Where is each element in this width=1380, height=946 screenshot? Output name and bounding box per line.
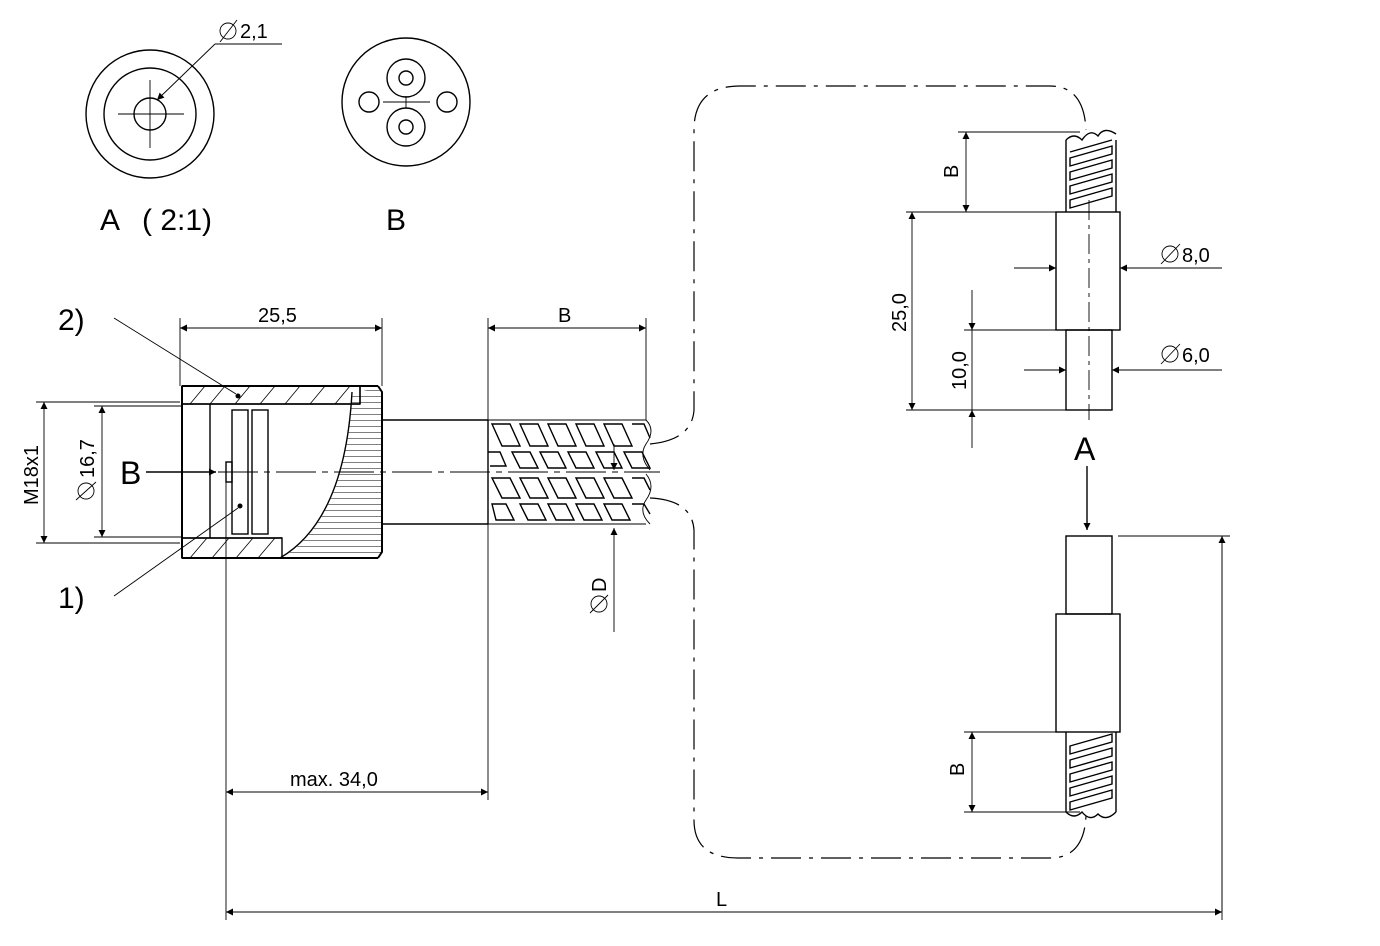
dim-total-length: L [226,535,1230,920]
view-a-scale: ( 2:1) [142,204,212,237]
tip-dia-inner-label: 6,0 [1182,345,1210,367]
arrow-view-b-label: B [120,455,141,491]
arrow-view-b: B [120,455,216,491]
view-a-label: A [100,204,120,237]
view-a-hole-dia: 2,1 [240,21,268,43]
diameter-symbol-a [219,19,238,43]
arrow-view-a-label: A [1074,431,1096,467]
dim-thread: M18x1 [21,401,180,544]
view-b-label: B [386,204,406,237]
tip-length-label: 25,0 [889,293,911,332]
dim-max-length: max. 34,0 [225,480,489,920]
dim-cable-dia: D [589,444,618,632]
dim-sheath-length-label: B [558,305,571,327]
diameter-symbol-inner [1160,343,1181,365]
spiral-sheath [487,419,652,525]
dim-bore-dia-label: 16,7 [77,439,99,478]
dim-max-length-label: max. 34,0 [290,769,378,791]
view-a: 2,1 A ( 2:1) [85,19,282,237]
callout-item2: 2) [58,304,237,395]
dim-head-length-label: 25,5 [258,305,297,327]
callout-item1: 1) [58,507,239,615]
callout-item2-label: 2) [58,304,85,337]
tip-detail-upper: B 25,0 10,0 8,0 6,0 [889,129,1222,448]
tip-detail-lower: B [947,535,1121,819]
dim-sheath-length: B [487,305,647,420]
callout-item1-label: 1) [58,582,85,615]
tip-dia-outer-label: 8,0 [1182,245,1210,267]
view-b: B [341,37,471,237]
connector-neck [382,419,488,525]
dim-total-length-label: L [716,889,727,911]
arrow-view-a: A [1074,431,1096,530]
tip-sleeve-label: 10,0 [949,351,971,390]
dim-head-length: 25,5 [179,305,383,386]
diameter-symbol-bore [75,481,97,501]
diameter-symbol-outer [1160,243,1181,265]
diameter-symbol-cable [589,594,609,614]
dim-bore-dia: 16,7 [75,405,182,538]
dim-thread-label: M18x1 [21,445,43,505]
bottom-sheath-label: B [947,763,969,776]
dim-cable-dia-label: D [589,578,611,592]
tip-sheath-label: B [941,165,963,178]
cable-path-phantom [649,85,1087,859]
